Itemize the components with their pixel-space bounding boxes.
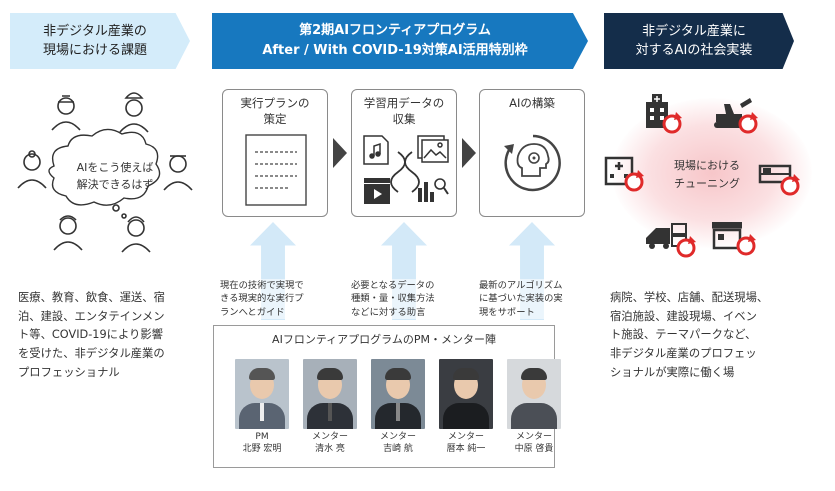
- mentor-name: 清水 亮: [315, 443, 345, 454]
- data-collection-icons: [363, 135, 449, 204]
- professionals-illustration: [17, 92, 193, 253]
- image-icon: [417, 135, 449, 163]
- banner-social-text: 非デジタル産業に 対するAIの社会実装: [635, 23, 753, 59]
- chart-search-icon: [418, 178, 449, 202]
- tuning-label: 現場における チューニング: [674, 159, 740, 190]
- chef-icon: [119, 92, 149, 133]
- mentor-panel-title: AIフロンティアプログラムのPM・メンター陣: [272, 333, 496, 346]
- program-title: 第2期AIフロンティアプログラム: [299, 22, 491, 38]
- hotel-bed-icon: [758, 164, 800, 196]
- mentor-card: メンター 吉崎 航: [371, 359, 425, 455]
- flow-arrow-2: [462, 138, 476, 168]
- music-file-icon: [363, 135, 389, 165]
- school-icon: [604, 156, 644, 192]
- step-plan-box: 実行プランの 策定: [222, 89, 328, 217]
- mentor-panel: AIフロンティアプログラムのPM・メンター陣 PM 北野 宏明 メンター 清水 …: [213, 325, 561, 468]
- mentor-photo: [371, 359, 425, 429]
- thought-bubble-text: AIをこう使えば 解決できるはず: [76, 161, 154, 192]
- step-data-title: 学習用データの 収集: [363, 96, 445, 126]
- step-plan-title: 実行プランの 策定: [240, 96, 310, 126]
- thought-bubble-shape: [48, 128, 161, 206]
- mentor-name: 中原 啓貴: [514, 443, 554, 454]
- mentor-photo: [439, 359, 493, 429]
- hospital-icon: [646, 94, 682, 134]
- step-ai-box: AIの構築: [479, 89, 585, 217]
- banner-social-implementation: 非デジタル産業に 対するAIの社会実装: [604, 13, 794, 69]
- banner-program: 第2期AIフロンティアプログラム After / With COVID-19対策…: [212, 13, 588, 69]
- step-ai-caption: 最新のアルゴリズム に基づいた実装の実 現をサポート: [479, 279, 597, 320]
- step-data-caption: 必要となるデータの 種類・量・収集方法 などに対する助言: [351, 279, 469, 320]
- mentor-name: 吉崎 航: [383, 443, 413, 454]
- mentor-name: 暦本 純一: [446, 443, 486, 454]
- delivery-truck-icon: [646, 223, 696, 258]
- mentor-card: メンター 中原 啓貴: [507, 359, 561, 455]
- worker-icon: [53, 215, 83, 251]
- mentor-photo: [235, 359, 289, 429]
- mentor-card: メンター 暦本 純一: [439, 359, 493, 455]
- mentor-role: メンター: [379, 432, 416, 442]
- store-icon: [712, 222, 756, 256]
- nurse-icon: [51, 95, 81, 131]
- banner-challenges-text: 非デジタル産業の 現場における課題: [42, 23, 147, 59]
- mentor-role: メンター: [447, 432, 484, 442]
- mentor-name: 北野 宏明: [242, 443, 282, 454]
- doctor-icon: [17, 150, 47, 189]
- challenges-description: 医療、教育、飲食、運送、宿 泊、建設、エンタテインメン ト等、COVID-19に…: [18, 291, 165, 379]
- step-ai-title: AIの構築: [509, 96, 555, 110]
- flow-arrow-1: [333, 138, 347, 168]
- hotel-staff-icon: [163, 155, 193, 191]
- mentor-role: PM: [255, 432, 269, 442]
- mentor-card: メンター 清水 亮: [303, 359, 357, 455]
- mentor-photo: [507, 359, 561, 429]
- craftsman-icon: [121, 216, 151, 253]
- dna-icon: [390, 151, 420, 193]
- mentor-card: PM 北野 宏明: [235, 359, 289, 455]
- construction-icon: [714, 98, 758, 134]
- mentor-photo: [303, 359, 357, 429]
- mentor-role: メンター: [515, 432, 552, 442]
- field-description: 病院、学校、店舗、配送現場、 宿泊施設、建設現場、イベン ト施設、テーマパークな…: [610, 291, 769, 379]
- mentor-role: メンター: [311, 432, 348, 442]
- program-subtitle: After / With COVID-19対策AI活用特別枠: [262, 43, 528, 58]
- banner-challenges: 非デジタル産業の 現場における課題: [10, 13, 190, 69]
- film-icon: [364, 178, 390, 204]
- ai-brain-cycle-icon: [504, 134, 561, 192]
- document-icon: [245, 134, 307, 206]
- step-data-box: 学習用データの 収集: [351, 89, 457, 217]
- facility-icons: [604, 94, 800, 258]
- step-plan-caption: 現在の技術で実現で きる現実的な実行プ ランへとガイド: [220, 279, 338, 320]
